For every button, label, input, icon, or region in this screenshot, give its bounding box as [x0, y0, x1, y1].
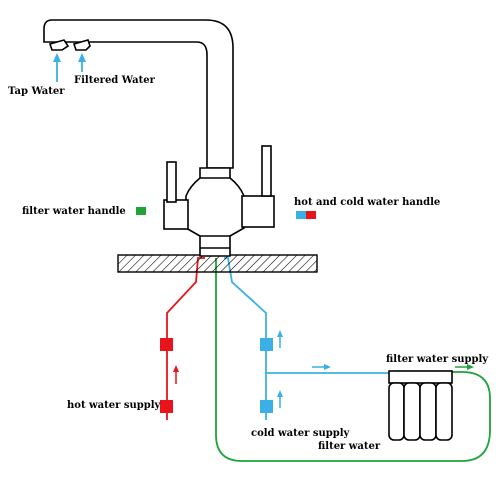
- filtered-water-label: Filtered Water: [74, 75, 156, 86]
- hot-handle-swatch-icon: [306, 211, 316, 219]
- cold-valve-upper: [260, 338, 273, 351]
- filtered-water-arrow-icon: [78, 53, 86, 72]
- filter-right-arrow-icon: [455, 364, 474, 370]
- valves: [160, 338, 273, 413]
- hot-valve-upper: [160, 338, 173, 351]
- hot-and-cold-water-handle-label: hot and cold water handle: [294, 197, 440, 208]
- right-handle-base: [241, 195, 275, 228]
- faucet-spout: [43, 19, 234, 169]
- tap-water-label: Tap Water: [8, 86, 65, 97]
- hot-valve-lower: [160, 400, 173, 413]
- left-handle-lever: [166, 161, 177, 203]
- cold-right-arrow-icon: [312, 364, 331, 370]
- filter-housing-cap: [388, 370, 453, 384]
- faucet: [43, 19, 275, 257]
- filter-water-handle-label: filter water handle: [22, 206, 126, 217]
- hot-up-arrow-icon: [173, 365, 179, 384]
- filter-water-pipe: [215, 258, 491, 462]
- left-handle-base: [163, 199, 189, 230]
- cold-handle-swatch-icon: [296, 211, 306, 219]
- filter-water-label: filter water: [318, 441, 381, 452]
- filter-cartridge-4: [435, 382, 453, 441]
- tap-water-nozzle: [48, 39, 70, 51]
- filter-water-supply-label: filter water supply: [386, 354, 489, 365]
- tap-water-arrow-icon: [53, 53, 61, 82]
- filtered-water-nozzle: [72, 39, 91, 51]
- filter-handle-swatch-icon: [136, 207, 146, 215]
- filter-cartridge-2: [403, 382, 421, 441]
- cold-water-supply-label: cold water supply: [251, 428, 351, 439]
- countertop: [117, 254, 318, 273]
- faucet-body: [185, 167, 245, 257]
- cold-up-arrow-upper-icon: [277, 330, 283, 348]
- cold-pipe: [224, 257, 267, 420]
- flow-arrows: [53, 53, 474, 408]
- cold-valve-lower: [260, 400, 273, 413]
- filter-cartridge-1: [388, 382, 405, 441]
- cold-up-arrow-lower-icon: [277, 390, 283, 408]
- filter-cartridge-3: [419, 382, 437, 441]
- right-handle-lever: [261, 145, 272, 197]
- filter-unit: [388, 370, 453, 441]
- hot-water-supply-label: hot water supply: [67, 400, 162, 411]
